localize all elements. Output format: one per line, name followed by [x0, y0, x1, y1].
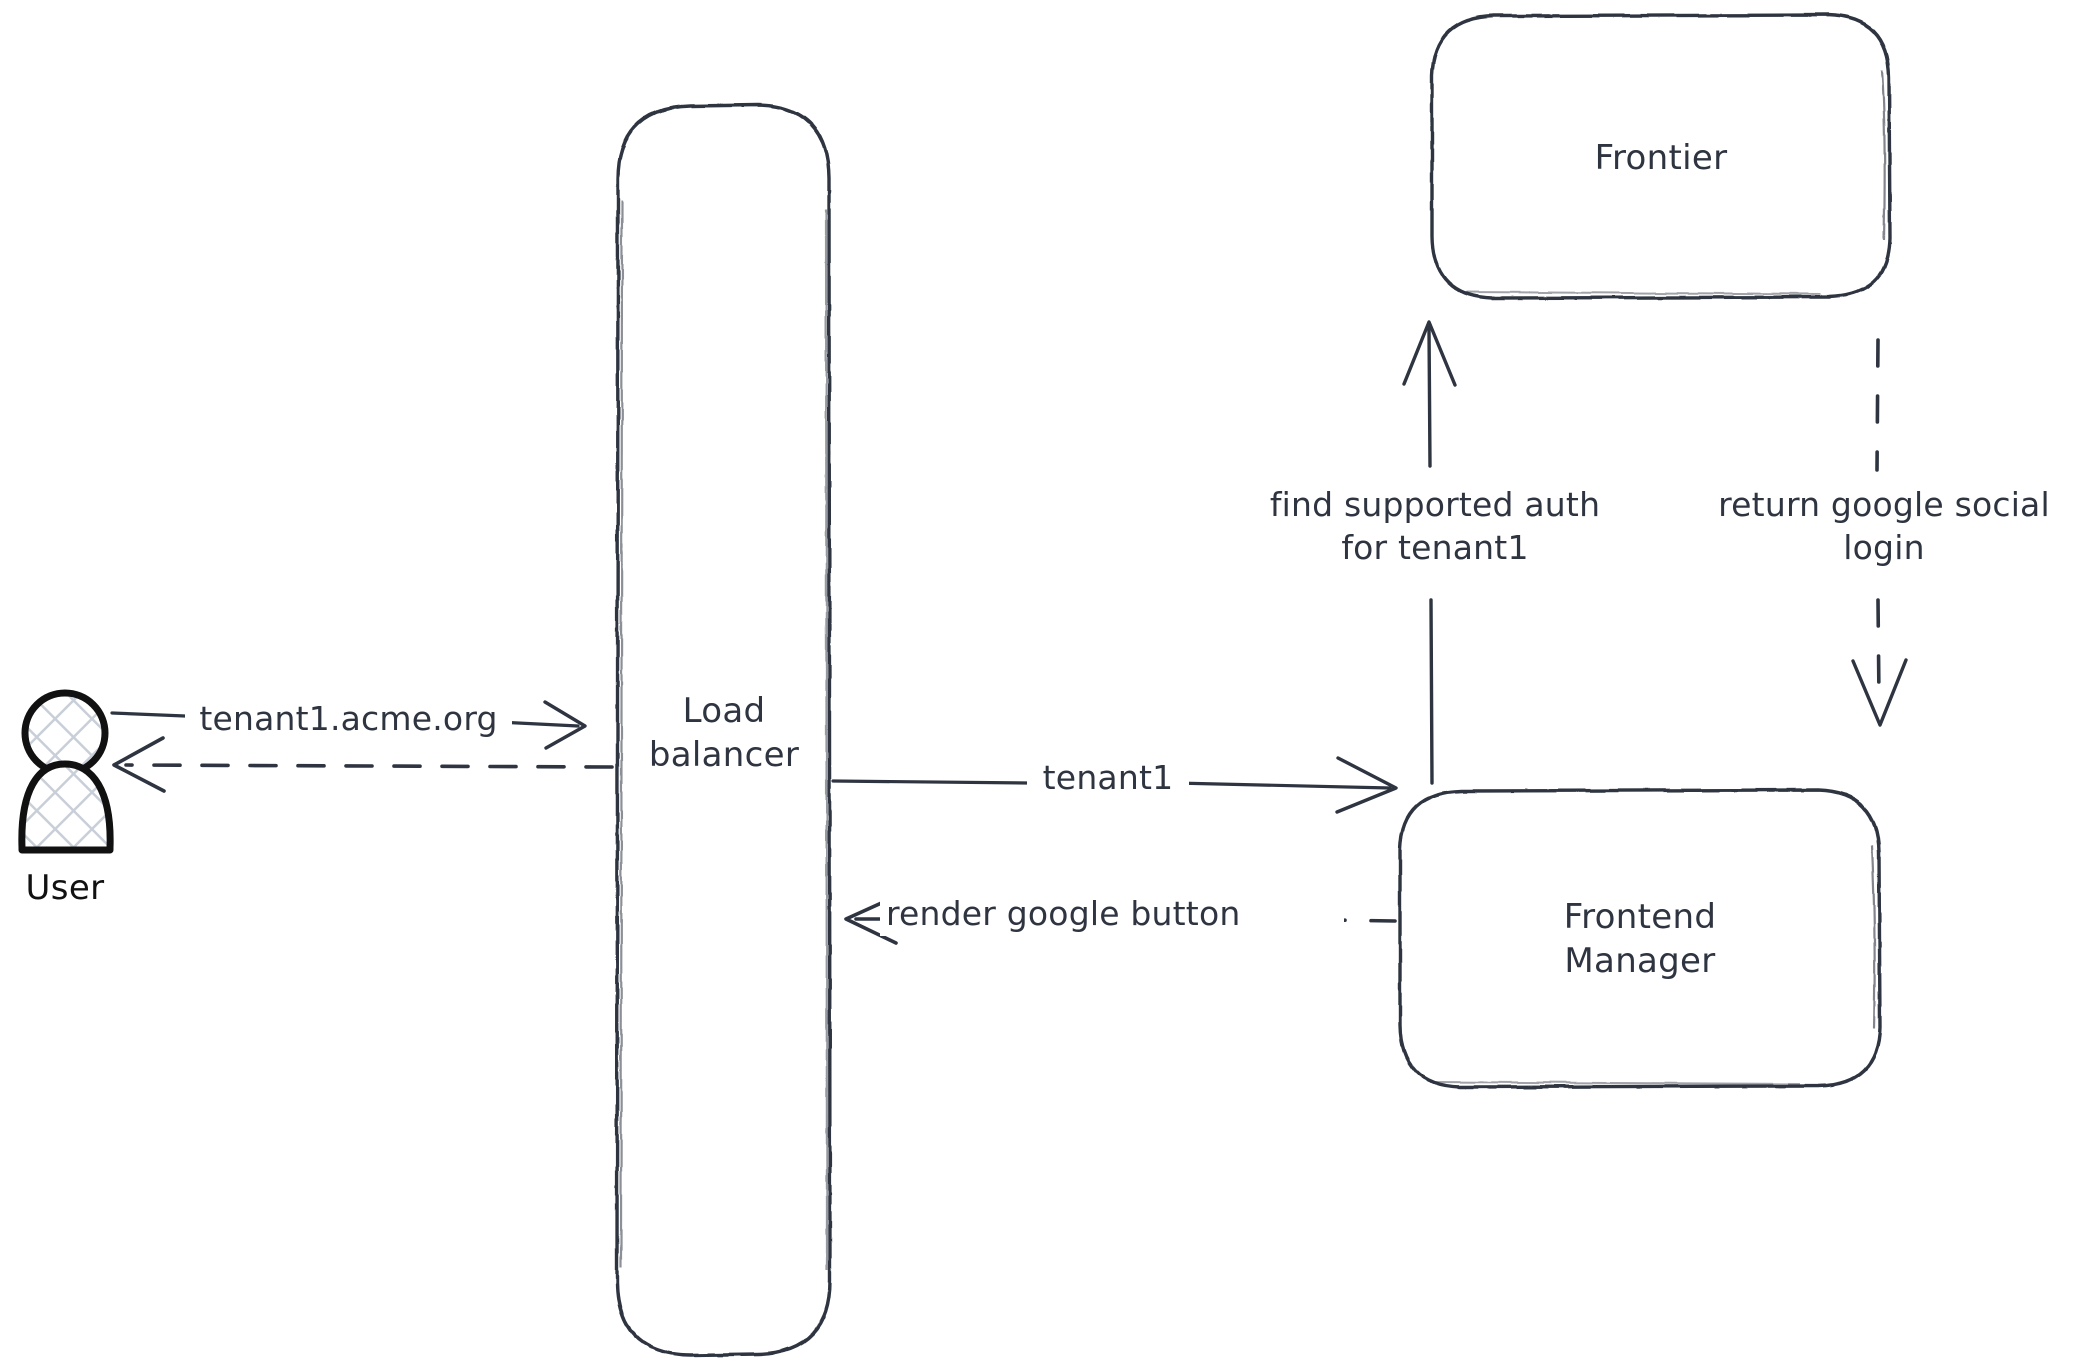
edge-label-user-to-lb: tenant1.acme.org: [185, 698, 512, 741]
edge-fm-to-frontier: [1402, 320, 1457, 785]
edge-lb-to-fm: [831, 756, 1398, 814]
user-actor-icon[interactable]: [18, 689, 114, 854]
edge-label-frontier-to-fm: return google social login: [1672, 484, 2083, 570]
edge-label-fm-to-frontier: find supported auth for tenant1: [1218, 484, 1652, 570]
edge-lb-to-user: [112, 736, 614, 793]
node-frontend-manager[interactable]: [1398, 788, 1882, 1089]
edge-label-lb-to-fm: tenant1: [1027, 757, 1189, 800]
node-frontier[interactable]: [1430, 13, 1892, 300]
edge-frontier-to-fm: [1851, 338, 1908, 727]
node-load-balancer[interactable]: [615, 103, 832, 1357]
edge-label-fm-to-lb: render google button: [880, 893, 1344, 936]
actor-label-user: User: [25, 868, 105, 908]
